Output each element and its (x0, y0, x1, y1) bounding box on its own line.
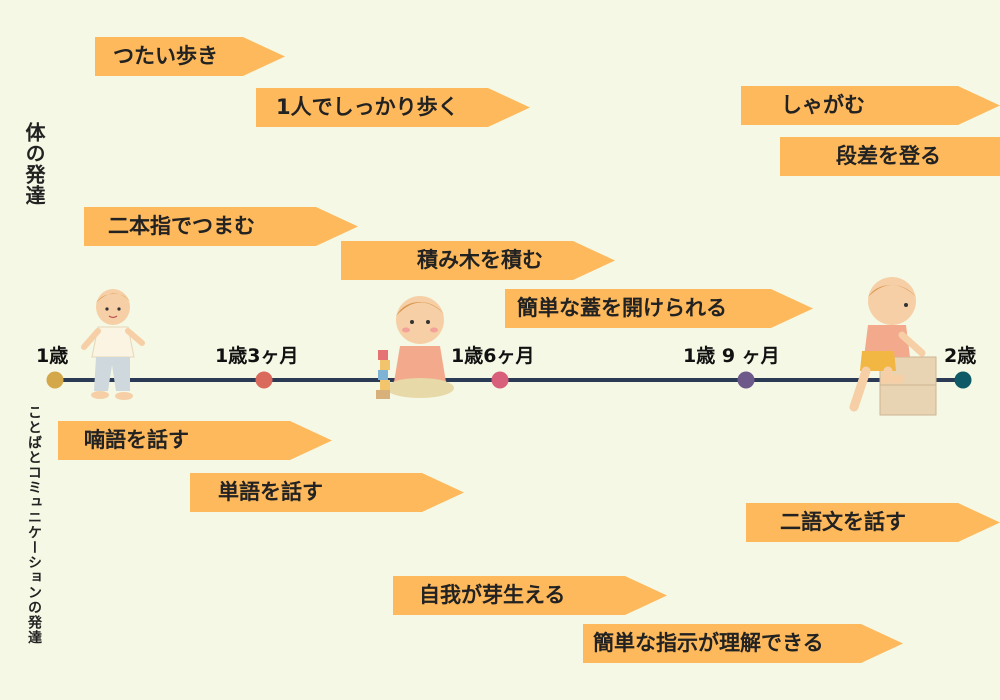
timeline-tick-label: 1歳6ヶ月 (451, 345, 535, 367)
milestone-arrow: 簡単な指示が理解できる (583, 624, 903, 663)
timeline-dot (255, 371, 273, 389)
milestone-label: しゃがむ (781, 93, 865, 117)
milestone-label: 二本指でつまむ (108, 214, 255, 238)
milestone-arrow: 段差を登る (780, 137, 1000, 176)
milestone-arrow: 単語を話す (190, 473, 464, 512)
timeline-dot (491, 371, 509, 389)
standing-baby-illustration (81, 289, 145, 400)
milestone-arrow: 二本指でつまむ (84, 207, 358, 246)
milestone-label: 簡単な蓋を開けられる (517, 296, 727, 320)
milestone-label: 簡単な指示が理解できる (593, 631, 824, 655)
milestone-arrow: 積み木を積む (341, 241, 615, 280)
milestone-label: 単語を話す (218, 480, 323, 504)
milestone-arrow: 二語文を話す (746, 503, 1000, 542)
sitting-baby-illustration (376, 296, 454, 399)
timeline-dot (737, 371, 755, 389)
milestone-label: 自我が芽生える (419, 583, 566, 607)
milestone-label: 1人でしっかり歩く (276, 95, 459, 119)
section-label-language: ことばとコミュニケーションの発達 (26, 405, 42, 645)
milestone-label: 二語文を話す (780, 510, 906, 534)
milestone-arrow: 簡単な蓋を開けられる (505, 289, 813, 328)
timeline-tick-label: 2歳 (944, 345, 977, 367)
milestone-arrow: 自我が芽生える (393, 576, 667, 615)
timeline-line (55, 378, 964, 382)
milestone-label: 喃語を話す (84, 428, 189, 452)
timeline-tick-label: 1歳3ヶ月 (215, 345, 299, 367)
milestone-arrow: 1人でしっかり歩く (256, 88, 530, 127)
timeline-dot (46, 371, 64, 389)
timeline-tick-label: 1歳 9 ヶ月 (683, 345, 780, 367)
section-label-body: 体の発達 (22, 122, 46, 206)
milestone-arrow: しゃがむ (741, 86, 1000, 125)
milestone-label: 積み木を積む (417, 248, 543, 272)
milestone-arrow: つたい歩き (95, 37, 285, 76)
timeline-tick-label: 1歳 (36, 345, 69, 367)
climbing-baby-illustration (849, 277, 937, 416)
milestone-arrow: 喃語を話す (58, 421, 332, 460)
timeline-dot (954, 371, 972, 389)
milestone-label: 段差を登る (836, 144, 941, 168)
milestone-label: つたい歩き (113, 44, 218, 68)
